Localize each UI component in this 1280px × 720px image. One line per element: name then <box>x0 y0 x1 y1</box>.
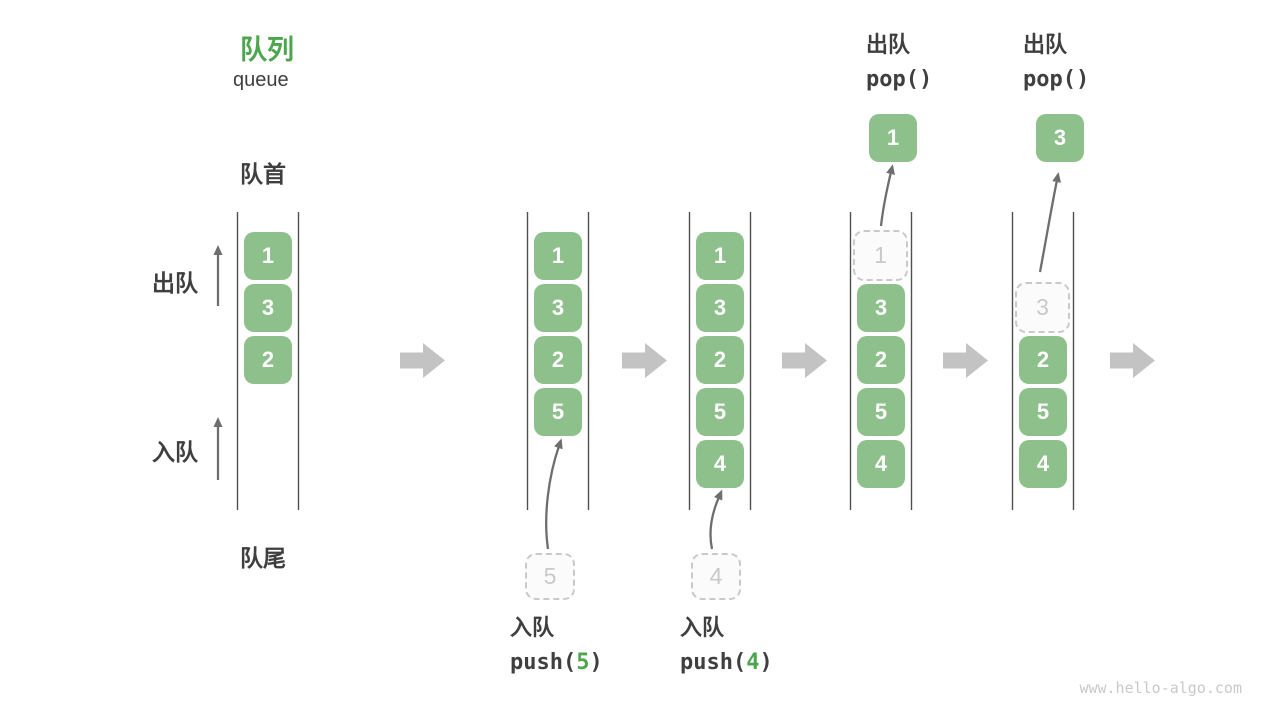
operation-code-arg: 5 <box>576 650 590 675</box>
move-arrow-icon <box>879 164 895 227</box>
operation-name: 入队 <box>680 615 725 640</box>
queue-front-label: 队首 <box>240 161 286 187</box>
queue-cell: 4 <box>857 440 905 488</box>
operation-code-close: ) <box>759 650 773 675</box>
diagram-title-en: queue <box>233 69 289 91</box>
queue-rear-label: 队尾 <box>240 545 286 571</box>
push-operation-label: 入队 push(4) <box>680 614 773 676</box>
operation-code: push(5) <box>510 650 603 676</box>
push-operation-label: 入队 push(5) <box>510 614 603 676</box>
move-arrow-icon <box>545 438 563 550</box>
operation-name: 出队 <box>1023 32 1068 57</box>
incoming-element-box: 4 <box>691 553 741 600</box>
queue-cell: 3 <box>534 284 582 332</box>
pop-operation-label: 出队 pop() <box>1023 31 1089 93</box>
popped-element-box: 3 <box>1036 114 1084 162</box>
operation-code-close: ) <box>589 650 603 675</box>
step-arrow-icon <box>1110 343 1155 378</box>
operation-name: 入队 <box>510 615 555 640</box>
incoming-element-box: 5 <box>525 553 575 600</box>
queue-cell: 1 <box>696 232 744 280</box>
step-arrow-icon <box>400 343 445 378</box>
queue-cell: 3 <box>244 284 292 332</box>
move-arrow-icon <box>1038 172 1062 273</box>
watermark: www.hello-algo.com <box>1079 679 1242 697</box>
queue-cell: 4 <box>696 440 744 488</box>
popped-element-box: 1 <box>869 114 917 162</box>
queue-cell: 5 <box>696 388 744 436</box>
operation-code-fn: pop( <box>866 67 919 92</box>
move-arrow-icon <box>709 489 723 550</box>
queue-cell: 4 <box>1019 440 1067 488</box>
step-arrow-icon <box>782 343 827 378</box>
pop-operation-label: 出队 pop() <box>866 31 932 93</box>
queue-cell: 1 <box>244 232 292 280</box>
dequeue-side-label: 出队 <box>152 270 198 296</box>
queue-cell: 3 <box>857 284 905 332</box>
diagram-title-zh: 队列 <box>240 35 294 65</box>
operation-code-close: ) <box>1075 67 1090 92</box>
operation-code: push(4) <box>680 650 773 676</box>
operation-code: pop() <box>866 67 932 93</box>
queue-cell: 2 <box>534 336 582 384</box>
queue-cell-ghost: 1 <box>853 230 908 281</box>
queue-cell: 5 <box>534 388 582 436</box>
step-arrow-icon <box>622 343 667 378</box>
operation-code-fn: pop( <box>1023 67 1076 92</box>
operation-code-fn: push( <box>680 650 747 675</box>
operation-code-arg: 4 <box>746 650 760 675</box>
queue-cell: 5 <box>1019 388 1067 436</box>
queue-cell-ghost: 3 <box>1015 282 1070 333</box>
queue-cell: 2 <box>1019 336 1067 384</box>
operation-code-close: ) <box>918 67 933 92</box>
queue-cell: 5 <box>857 388 905 436</box>
step-arrow-icon <box>943 343 988 378</box>
queue-cell: 3 <box>696 284 744 332</box>
operation-name: 出队 <box>866 32 911 57</box>
operation-code-fn: push( <box>510 650 577 675</box>
queue-cell: 1 <box>534 232 582 280</box>
queue-cell: 2 <box>857 336 905 384</box>
enqueue-side-label: 入队 <box>152 439 198 465</box>
queue-cell: 2 <box>244 336 292 384</box>
queue-cell: 2 <box>696 336 744 384</box>
operation-code: pop() <box>1023 67 1089 93</box>
